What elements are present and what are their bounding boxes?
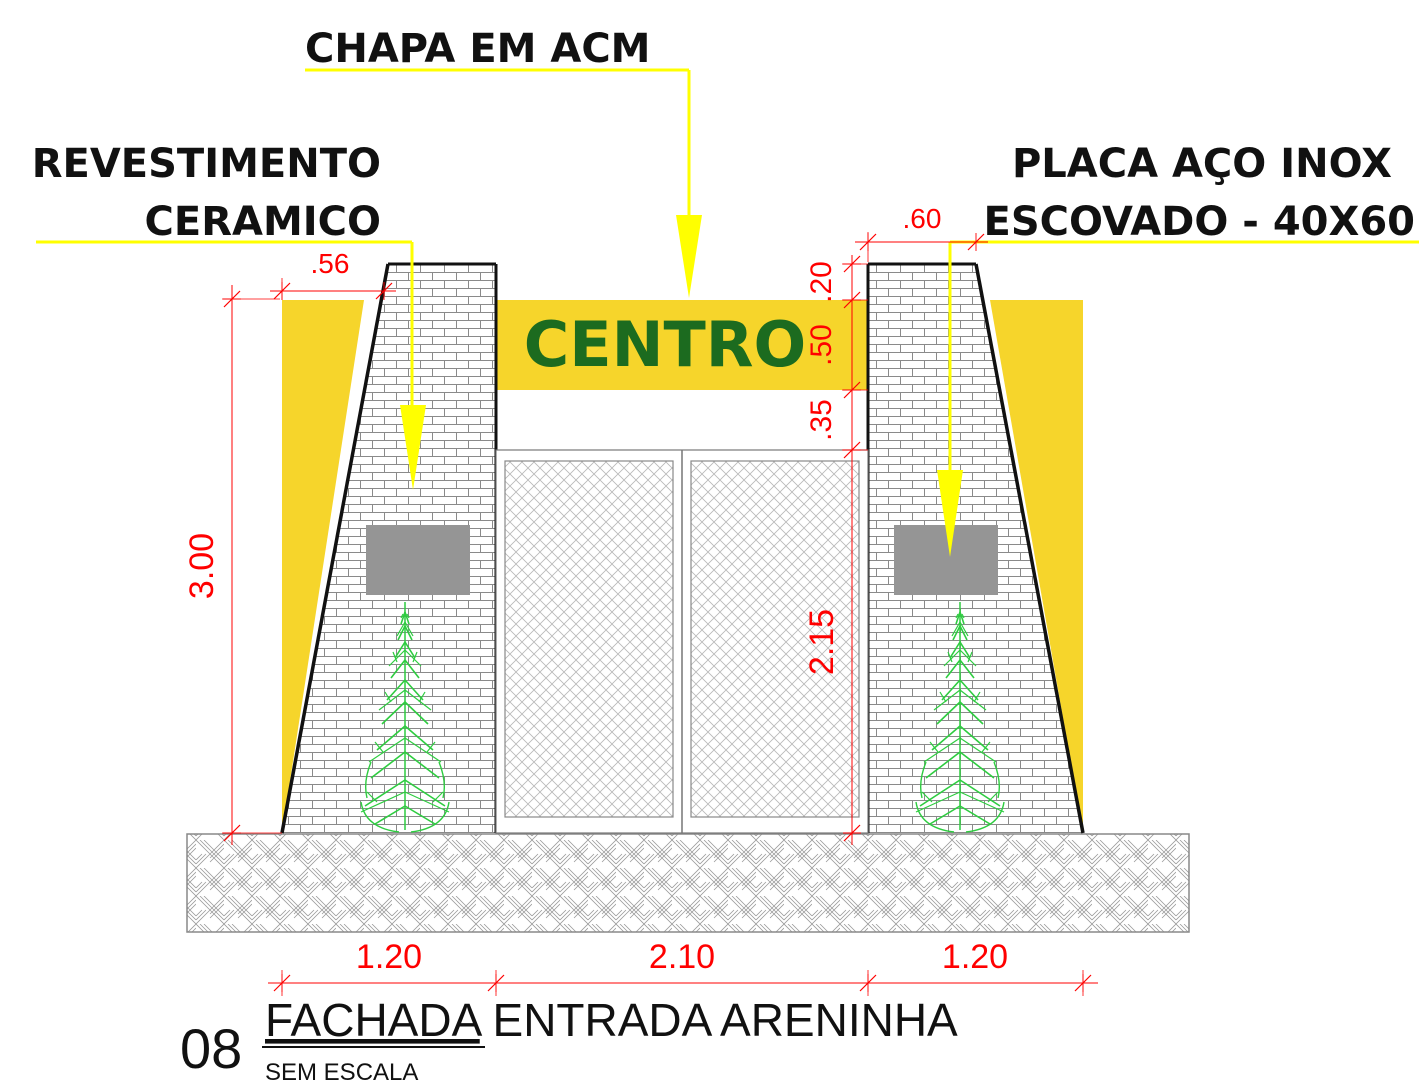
title-main: FACHADA ENTRADA ARENINHA	[265, 994, 958, 1046]
dim-height-total-text: 3.00	[183, 533, 221, 599]
label-inox-line1: PLACA AÇO INOX	[1012, 141, 1392, 187]
inox-plaque-left	[366, 525, 470, 595]
door-leaf-right	[690, 460, 860, 818]
dim-left-width-text: .56	[311, 248, 350, 279]
acm-panel-sign	[496, 300, 868, 390]
dim-sign-gap-text: .35	[805, 399, 838, 441]
title-rest: ENTRADA ARENINHA	[480, 994, 958, 1046]
pillar-left-slope	[280, 263, 390, 834]
pillar-right-slope	[974, 263, 1085, 834]
leader-inox	[937, 240, 1419, 557]
dim-right-width-text: .60	[903, 203, 942, 234]
title-number: 08	[180, 1017, 242, 1080]
dim-vertical-chain	[842, 254, 868, 845]
glass-door	[495, 449, 869, 834]
label-ceramic-line1: REVESTIMENTO	[32, 141, 381, 187]
sign-text: CENTRO	[524, 308, 806, 381]
door-leaf-left	[504, 460, 674, 818]
dim-right-width	[855, 232, 988, 262]
dim-sign-top-text: .20	[805, 261, 838, 303]
dim-sign-height-text: .50	[805, 324, 838, 366]
label-ceramic-line2: CERAMICO	[145, 199, 381, 245]
dim-door-height-text: 2.15	[803, 609, 841, 675]
label-acm: CHAPA EM ACM	[305, 26, 651, 72]
leader-acm	[305, 68, 702, 298]
acm-panel-left	[282, 300, 364, 833]
label-inox-line2: ESCOVADO - 40X60	[984, 199, 1415, 245]
title-word-fachada: FACHADA	[265, 994, 483, 1046]
acm-panel-right	[990, 300, 1083, 833]
ground-paving	[186, 833, 1190, 933]
dim-horizontal-chain	[268, 970, 1098, 996]
leader-ceramic	[36, 240, 426, 490]
dim-left-width	[270, 278, 396, 301]
dim-height-total	[222, 285, 282, 845]
inox-plaque-right	[894, 525, 998, 595]
dim-pillar-right-text: 1.20	[942, 938, 1008, 976]
dim-pillar-left-text: 1.20	[356, 938, 422, 976]
title-scale: SEM ESCALA	[265, 1059, 418, 1086]
dim-door-width-text: 2.10	[649, 938, 715, 976]
